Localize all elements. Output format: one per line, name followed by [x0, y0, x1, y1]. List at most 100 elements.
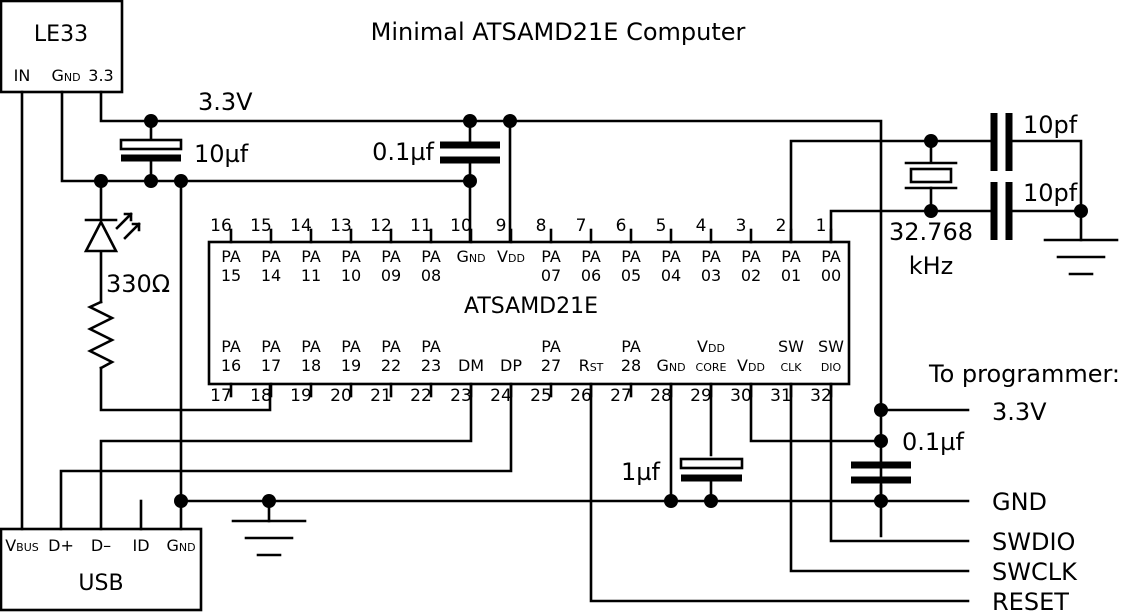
pin-label: PA: [421, 337, 441, 356]
pin-number: 20: [330, 386, 352, 406]
pin-label: PA: [341, 247, 361, 266]
junction-dot: [174, 174, 188, 188]
pin-number: 21: [370, 386, 392, 406]
pin-label: PA: [781, 247, 801, 266]
usb-pin-vbus: VBUS: [5, 536, 39, 555]
pin-label: PA: [621, 337, 641, 356]
pin-label: 16: [221, 356, 241, 375]
pin-number: 22: [410, 386, 432, 406]
pin-number: 6: [616, 216, 627, 236]
pin-label: PA: [341, 337, 361, 356]
pin-label: PA: [381, 247, 401, 266]
wire-dp: [59, 382, 513, 531]
pin-label: PA: [661, 247, 681, 266]
capacitor-10pf-b: 10pf: [990, 179, 1078, 240]
pin-number: 10: [450, 216, 472, 236]
pin-label: CORE: [696, 361, 727, 374]
resistor-label: 330Ω: [106, 270, 170, 298]
pin-label: 09: [381, 266, 401, 285]
pin-label: 15: [221, 266, 241, 285]
usb-name: USB: [78, 571, 123, 596]
pin-label: 28: [621, 356, 641, 375]
capacitor-plate: [119, 138, 183, 151]
pin-label: PA: [621, 247, 641, 266]
programmer-header: To programmer: 3.3V GND SWDIO SWCLK RESE…: [928, 360, 1120, 614]
junction-dot: [144, 174, 158, 188]
crystal-unit: kHz: [909, 252, 954, 280]
pin-label: DP: [500, 356, 522, 375]
pin-label: PA: [301, 247, 321, 266]
pin-number: 12: [370, 216, 392, 236]
usb-pin-id: ID: [132, 536, 149, 555]
crystal-body: [909, 167, 953, 184]
programmer-signal-swclk: SWCLK: [992, 558, 1078, 586]
capacitor-0.1uf-prog-label: 0.1µf: [902, 428, 964, 456]
pin-label: 05: [621, 266, 641, 285]
wire-reset: [589, 382, 970, 603]
pin-number: 19: [290, 386, 312, 406]
wire-swdio: [829, 382, 970, 543]
pin-label: 18: [301, 356, 321, 375]
pin-number: 5: [656, 216, 667, 236]
pin-number: 24: [490, 386, 512, 406]
led-light-arrow: [115, 212, 133, 230]
pin-label: PA: [541, 337, 561, 356]
pin-label: VDD: [697, 337, 725, 356]
chip-body: [207, 240, 851, 386]
pin-label: 19: [341, 356, 361, 375]
pin-label: 10: [341, 266, 361, 285]
pin-number: 23: [450, 386, 472, 406]
pin-number: 29: [690, 386, 712, 406]
pin-label: VDD: [497, 247, 525, 266]
pin-label: GND: [456, 247, 485, 266]
pin-number: 11: [410, 216, 432, 236]
junction-dot: [874, 434, 888, 448]
pin-label: 27: [541, 356, 561, 375]
junction-dot: [262, 494, 276, 508]
capacitor-10pf-a-label: 10pf: [1023, 111, 1078, 139]
resistor-330: 330Ω: [86, 270, 170, 370]
pin-number: 2: [776, 216, 787, 236]
pin-number: 8: [536, 216, 547, 236]
junction-dot: [463, 174, 477, 188]
pin-number: 14: [290, 216, 312, 236]
pin-label: PA: [261, 337, 281, 356]
junction-dot: [174, 494, 188, 508]
regulator-body: [0, 0, 124, 94]
pin-number: 15: [250, 216, 272, 236]
capacitor-0.1uf-top: 0.1µf: [372, 138, 500, 166]
capacitor-10pf-b-label: 10pf: [1023, 179, 1078, 207]
pin-label: 11: [301, 266, 321, 285]
junction-dot: [664, 494, 678, 508]
programmer-signal-3v3: 3.3V: [992, 398, 1047, 426]
pin-number: 1: [816, 216, 827, 236]
pin-label: VDD: [737, 356, 765, 375]
capacitor-plate: [679, 457, 744, 470]
wire-pa01-xtal: [789, 139, 992, 244]
pin-label: PA: [261, 247, 281, 266]
pin-label: 08: [421, 266, 441, 285]
junction-dot: [94, 174, 108, 188]
pin-label: PA: [221, 337, 241, 356]
junction-dot: [503, 114, 517, 128]
junctions: [94, 114, 1088, 508]
junction-dot: [144, 114, 158, 128]
pin-label: 14: [261, 266, 281, 285]
chip-name: ATSAMD21E: [464, 294, 598, 319]
capacitor-10pf-a: 10pf: [990, 111, 1078, 171]
programmer-signal-reset: RESET: [992, 588, 1069, 614]
junction-dot: [874, 494, 888, 508]
capacitor-10uf: 10µf: [119, 138, 249, 168]
usb-pin-dminus: D–: [91, 536, 111, 555]
pin-label: 06: [581, 266, 601, 285]
wire-vdd-pin31: [749, 382, 883, 443]
capacitor-0.1uf-top-label: 0.1µf: [372, 138, 434, 166]
wire-gnd-net: [60, 90, 472, 183]
pin-number: 27: [610, 386, 632, 406]
led: [83, 212, 141, 253]
rail-3v3-label: 3.3V: [198, 88, 253, 116]
pin-label: 23: [421, 356, 441, 375]
pin-label: 02: [741, 266, 761, 285]
